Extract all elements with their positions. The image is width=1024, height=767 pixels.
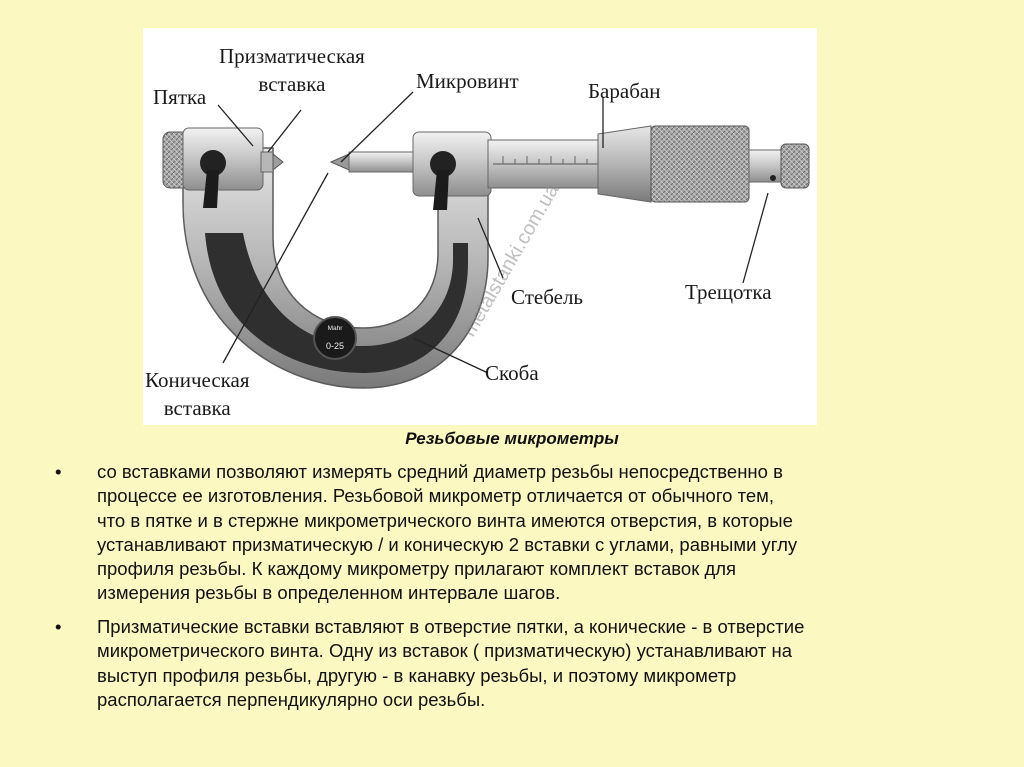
label-prismatic-insert: Призматическая вставка [219, 44, 365, 96]
leader-lines [217, 91, 769, 374]
label-frame: Скоба [485, 361, 539, 385]
badge-range-text: 0-25 [326, 341, 344, 351]
brand-badge [313, 316, 357, 360]
bullet-item-1: • со вставками позволяют измерять средни… [55, 460, 1005, 606]
label-micro-screw: Микровинт [416, 69, 519, 93]
bullet-text: Призматические вставки вставляют в отвер… [97, 616, 805, 710]
micrometer-figure: Mahr 0-25 [143, 28, 817, 425]
heel-lock-lever [200, 150, 226, 176]
micrometer-illustration: Mahr 0-25 [162, 91, 810, 389]
label-stem: Стебель [511, 285, 584, 309]
bullet-mark: • [55, 461, 62, 482]
frame-pad [205, 233, 468, 373]
label-ratchet: Трещотка [685, 280, 772, 304]
ratchet-knob [780, 143, 810, 189]
spindle [348, 151, 420, 173]
thimble-bevel [597, 125, 652, 203]
spindle-lock-lever [430, 151, 456, 177]
figure-caption: Резьбовые микрометры [405, 429, 619, 448]
label-conical-insert: Коническая вставка [145, 368, 250, 420]
bullet-mark: • [55, 616, 62, 637]
prismatic-insert [260, 151, 274, 173]
badge-brand-text: Mahr [328, 325, 344, 332]
label-drum: Барабан [588, 79, 661, 103]
label-heel: Пятка [153, 85, 207, 109]
bullet-item-2: • Призматические вставки вставляют в отв… [55, 615, 1005, 712]
bullet-text: со вставками позволяют измерять средний … [97, 461, 798, 604]
drum [650, 125, 750, 203]
